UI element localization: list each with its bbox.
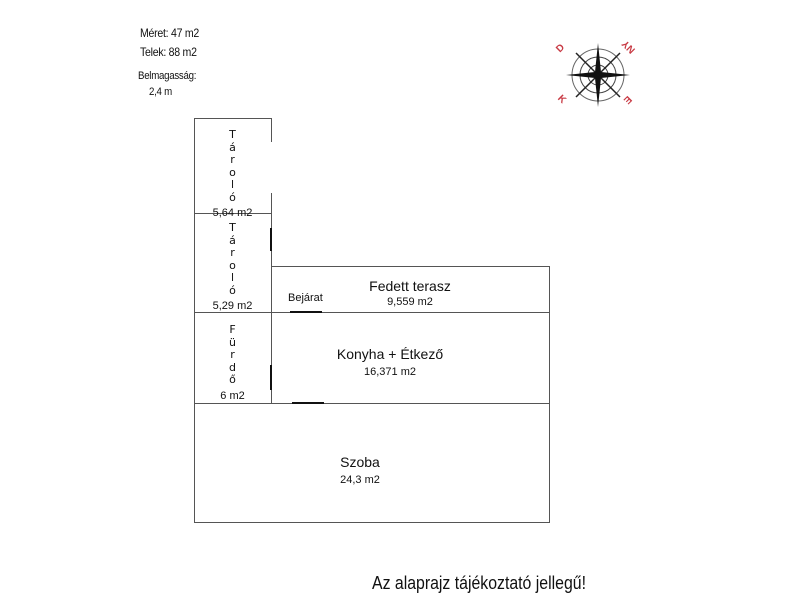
door-bathroom	[270, 365, 272, 390]
room-bathroom-name: Fürdő	[229, 323, 236, 386]
door-storage	[270, 228, 272, 251]
room-storage-1: Tároló 5,64 m2	[194, 128, 271, 220]
room-terrace-name: Fedett terasz	[369, 278, 451, 294]
door-entrance	[290, 311, 322, 313]
room-kitchen: Konyha + Étkező 16,371 m2	[300, 346, 480, 378]
room-kitchen-name: Konyha + Étkező	[336, 346, 444, 362]
plot-info: Telek: 88 m2	[140, 45, 197, 59]
size-info: Méret: 47 m2	[140, 26, 200, 40]
room-storage-2-name: Tároló	[229, 221, 236, 297]
door-room	[292, 402, 324, 404]
wall-storage-divider	[194, 213, 271, 214]
room-terrace-area: 9,559 m2	[387, 296, 433, 308]
room-storage-2: Tároló 5,29 m2	[194, 221, 271, 313]
room-bathroom: Fürdő 6 m2	[194, 323, 271, 402]
ceiling-value: 2,4 m	[149, 86, 172, 98]
room-bathroom-area: 6 m2	[220, 389, 245, 402]
room-living-area: 24,3 m2	[340, 474, 380, 486]
entrance-label: Bejárat	[288, 292, 323, 304]
wall-middle	[194, 312, 549, 313]
room-storage-1-area: 5,64 m2	[212, 207, 253, 219]
wall-left	[194, 118, 195, 523]
room-living: Szoba 24,3 m2	[300, 454, 420, 486]
wall-terrace-top	[271, 266, 549, 267]
room-terrace: Fedett terasz 9,559 m2	[320, 278, 500, 308]
room-living-name: Szoba	[340, 454, 380, 470]
wall-top	[194, 118, 271, 119]
wall-bottom	[194, 522, 550, 523]
wall-room-top	[194, 403, 549, 404]
room-storage-2-area: 5,29 m2	[212, 300, 253, 312]
ceiling-label: Belmagasság:	[138, 70, 197, 82]
wall-storage-right-upper	[271, 118, 272, 142]
room-storage-1-name: Tároló	[229, 128, 236, 204]
disclaimer: Az alaprajz tájékoztató jellegű!	[372, 573, 586, 593]
wall-storage-right	[271, 193, 272, 403]
compass-rose-icon: D NY K E	[552, 38, 642, 110]
room-kitchen-area: 16,371 m2	[364, 366, 416, 378]
wall-right	[549, 266, 550, 523]
